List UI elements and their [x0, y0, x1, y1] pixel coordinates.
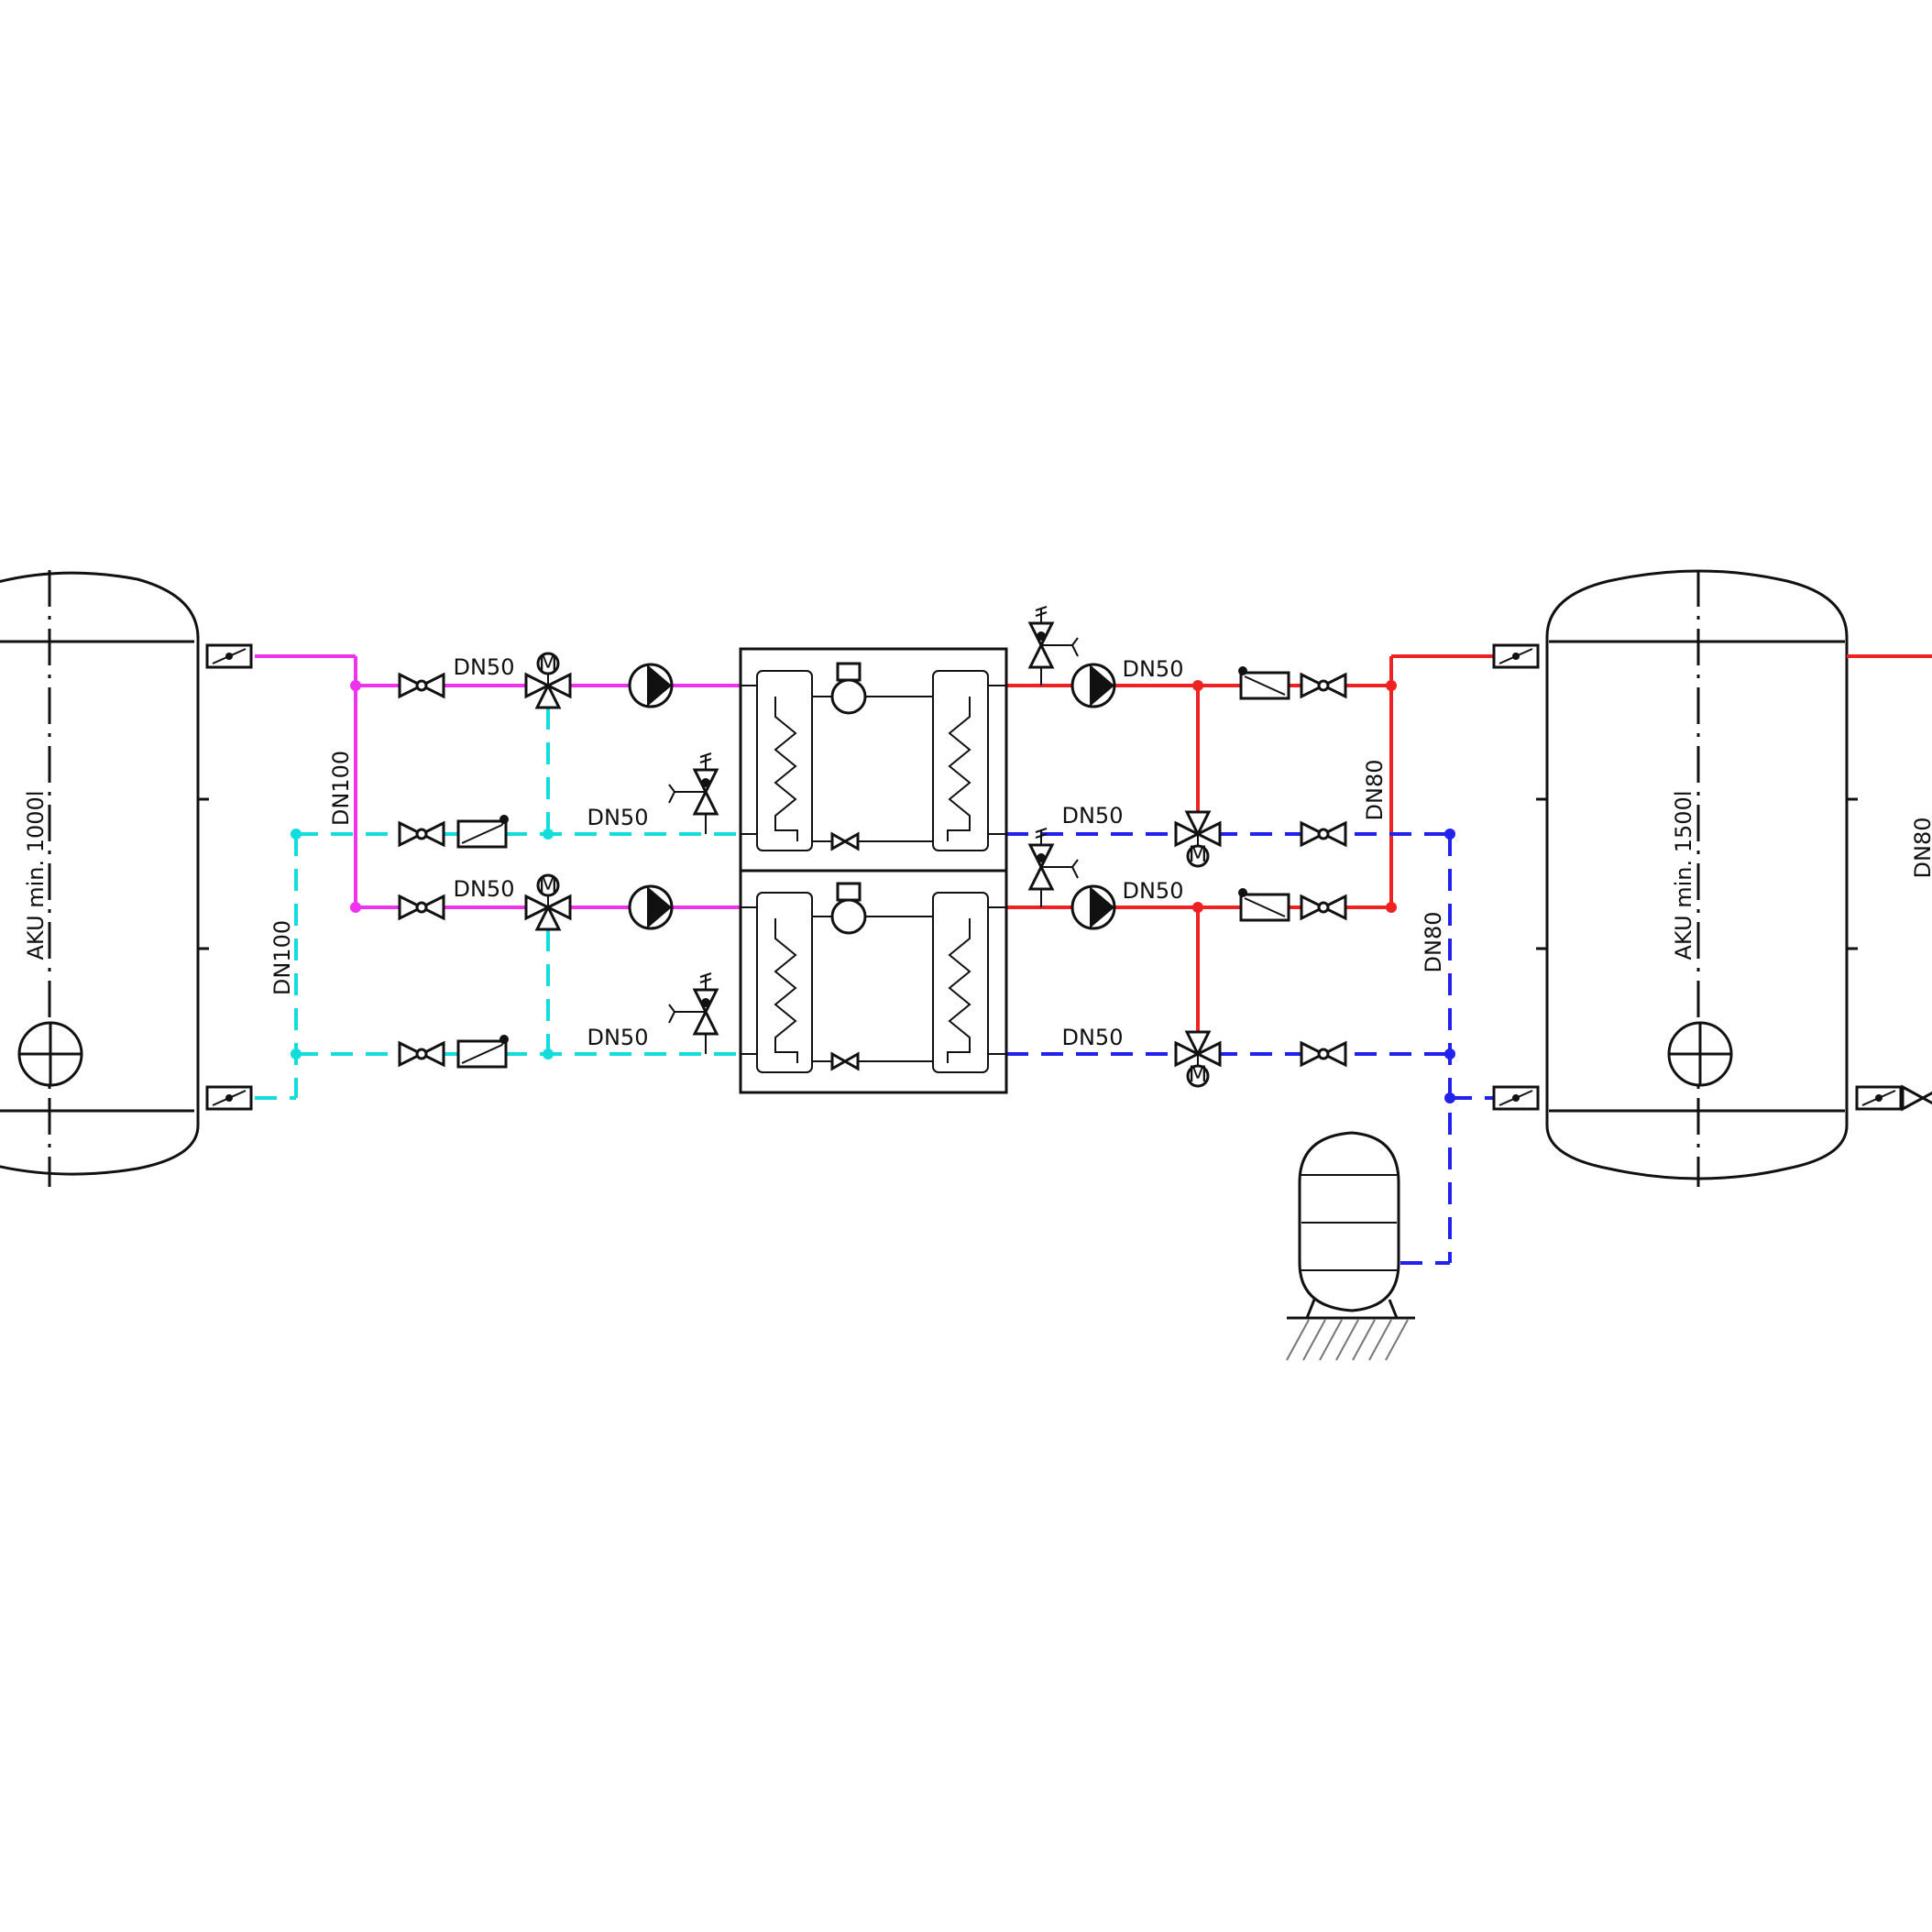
ball-valve-icon [398, 820, 445, 848]
heat-pump-units [739, 647, 1008, 1094]
heat-exchanger-coil-icon [774, 697, 798, 841]
pump-icon [628, 884, 674, 930]
svg-text:M: M [1189, 1061, 1208, 1087]
mixing-valves: M M M M [524, 651, 1222, 1088]
pipe-label: DN50 [1123, 656, 1184, 682]
three-way-valve-icon: M [1174, 1030, 1222, 1088]
primary-return-junctions [291, 829, 554, 1059]
ball-valve-icon [1300, 820, 1347, 848]
pipe-label: DN50 [587, 805, 649, 830]
safety-valves [668, 606, 1079, 1054]
primary-inlet-junctions [350, 680, 361, 913]
three-way-valve-icon: M [524, 651, 572, 709]
secondary-supply-junctions [1192, 680, 1397, 913]
drain-fitting-icon [1492, 643, 1540, 669]
ball-valve-icon [398, 1040, 445, 1068]
pipe-label: DN80 [1421, 912, 1446, 973]
pipe-label: DN50 [1062, 1025, 1124, 1050]
safety-valve-icon [1027, 828, 1079, 907]
pipe-label: DN80 [1910, 818, 1932, 879]
ball-valve-icon [1901, 1084, 1932, 1112]
compressor-icon [830, 898, 867, 935]
safety-valve-icon [1027, 606, 1079, 686]
three-way-valve-icon: M [524, 873, 572, 931]
pipe-label: DN50 [587, 1025, 649, 1050]
strainer-icon [1238, 666, 1290, 700]
ball-valve-icon [1300, 894, 1347, 921]
heat-pump-unit [741, 662, 1006, 851]
pipe-size-labels: DN100 DN100 DN50 DN50 DN50 DN50 DN50 DN5… [269, 654, 1932, 1050]
pump-icon [628, 663, 674, 708]
pipe-label: DN100 [328, 751, 354, 826]
right-tank-label: AKU min. 1500l [1671, 791, 1696, 961]
safety-valve-icon [668, 752, 719, 834]
pipe-label: DN50 [1123, 878, 1184, 904]
ball-valve-icon [1300, 1040, 1347, 1068]
svg-text:M: M [1189, 841, 1208, 867]
ground-hatching [1286, 1319, 1409, 1361]
drain-fitting-icon [205, 643, 253, 669]
expansion-valve-icon [830, 1051, 860, 1071]
pipe-label: DN50 [1062, 803, 1124, 829]
expansion-valve-icon [830, 831, 860, 851]
ball-valve-icon [398, 672, 445, 699]
strainer-icon [456, 1035, 509, 1069]
drain-fitting-icon [1492, 1085, 1540, 1111]
ball-valve-icon [398, 894, 445, 921]
strainer-icon [456, 815, 509, 849]
pipe-label: DN50 [454, 876, 515, 902]
drain-fitting-icon [1855, 1085, 1903, 1111]
svg-text:M: M [539, 651, 558, 676]
heat-exchanger-coil-icon [947, 918, 971, 1063]
heat-exchanger-coil-icon [947, 697, 971, 841]
svg-text:M: M [539, 873, 558, 898]
pipe-label: DN80 [1362, 760, 1388, 821]
pump-icon [1070, 663, 1116, 708]
pipe-label: DN100 [269, 920, 295, 995]
heat-pump-unit [741, 882, 1006, 1073]
three-way-valve-icon: M [1174, 810, 1222, 868]
pumps [628, 663, 1116, 930]
ball-valves [398, 672, 1347, 1068]
secondary-return-junctions [1444, 829, 1455, 1103]
strainer-icon [1238, 888, 1290, 922]
right-buffer-tank: AKU min. 1500l [1536, 569, 1858, 1187]
ball-valve-icon [1300, 672, 1347, 699]
tank-fittings [205, 643, 1932, 1112]
left-buffer-tank: AKU min. 1000l [0, 570, 209, 1187]
heat-exchanger-coil-icon [774, 918, 798, 1063]
pipe-label: DN50 [454, 654, 515, 680]
expansion-vessel [1286, 1131, 1415, 1361]
drain-fitting-icon [205, 1085, 253, 1111]
strainers [456, 666, 1290, 1069]
compressor-icon [830, 678, 867, 715]
pump-icon [1070, 884, 1116, 930]
safety-valve-icon [668, 972, 719, 1054]
left-tank-label: AKU min. 1000l [23, 791, 49, 961]
